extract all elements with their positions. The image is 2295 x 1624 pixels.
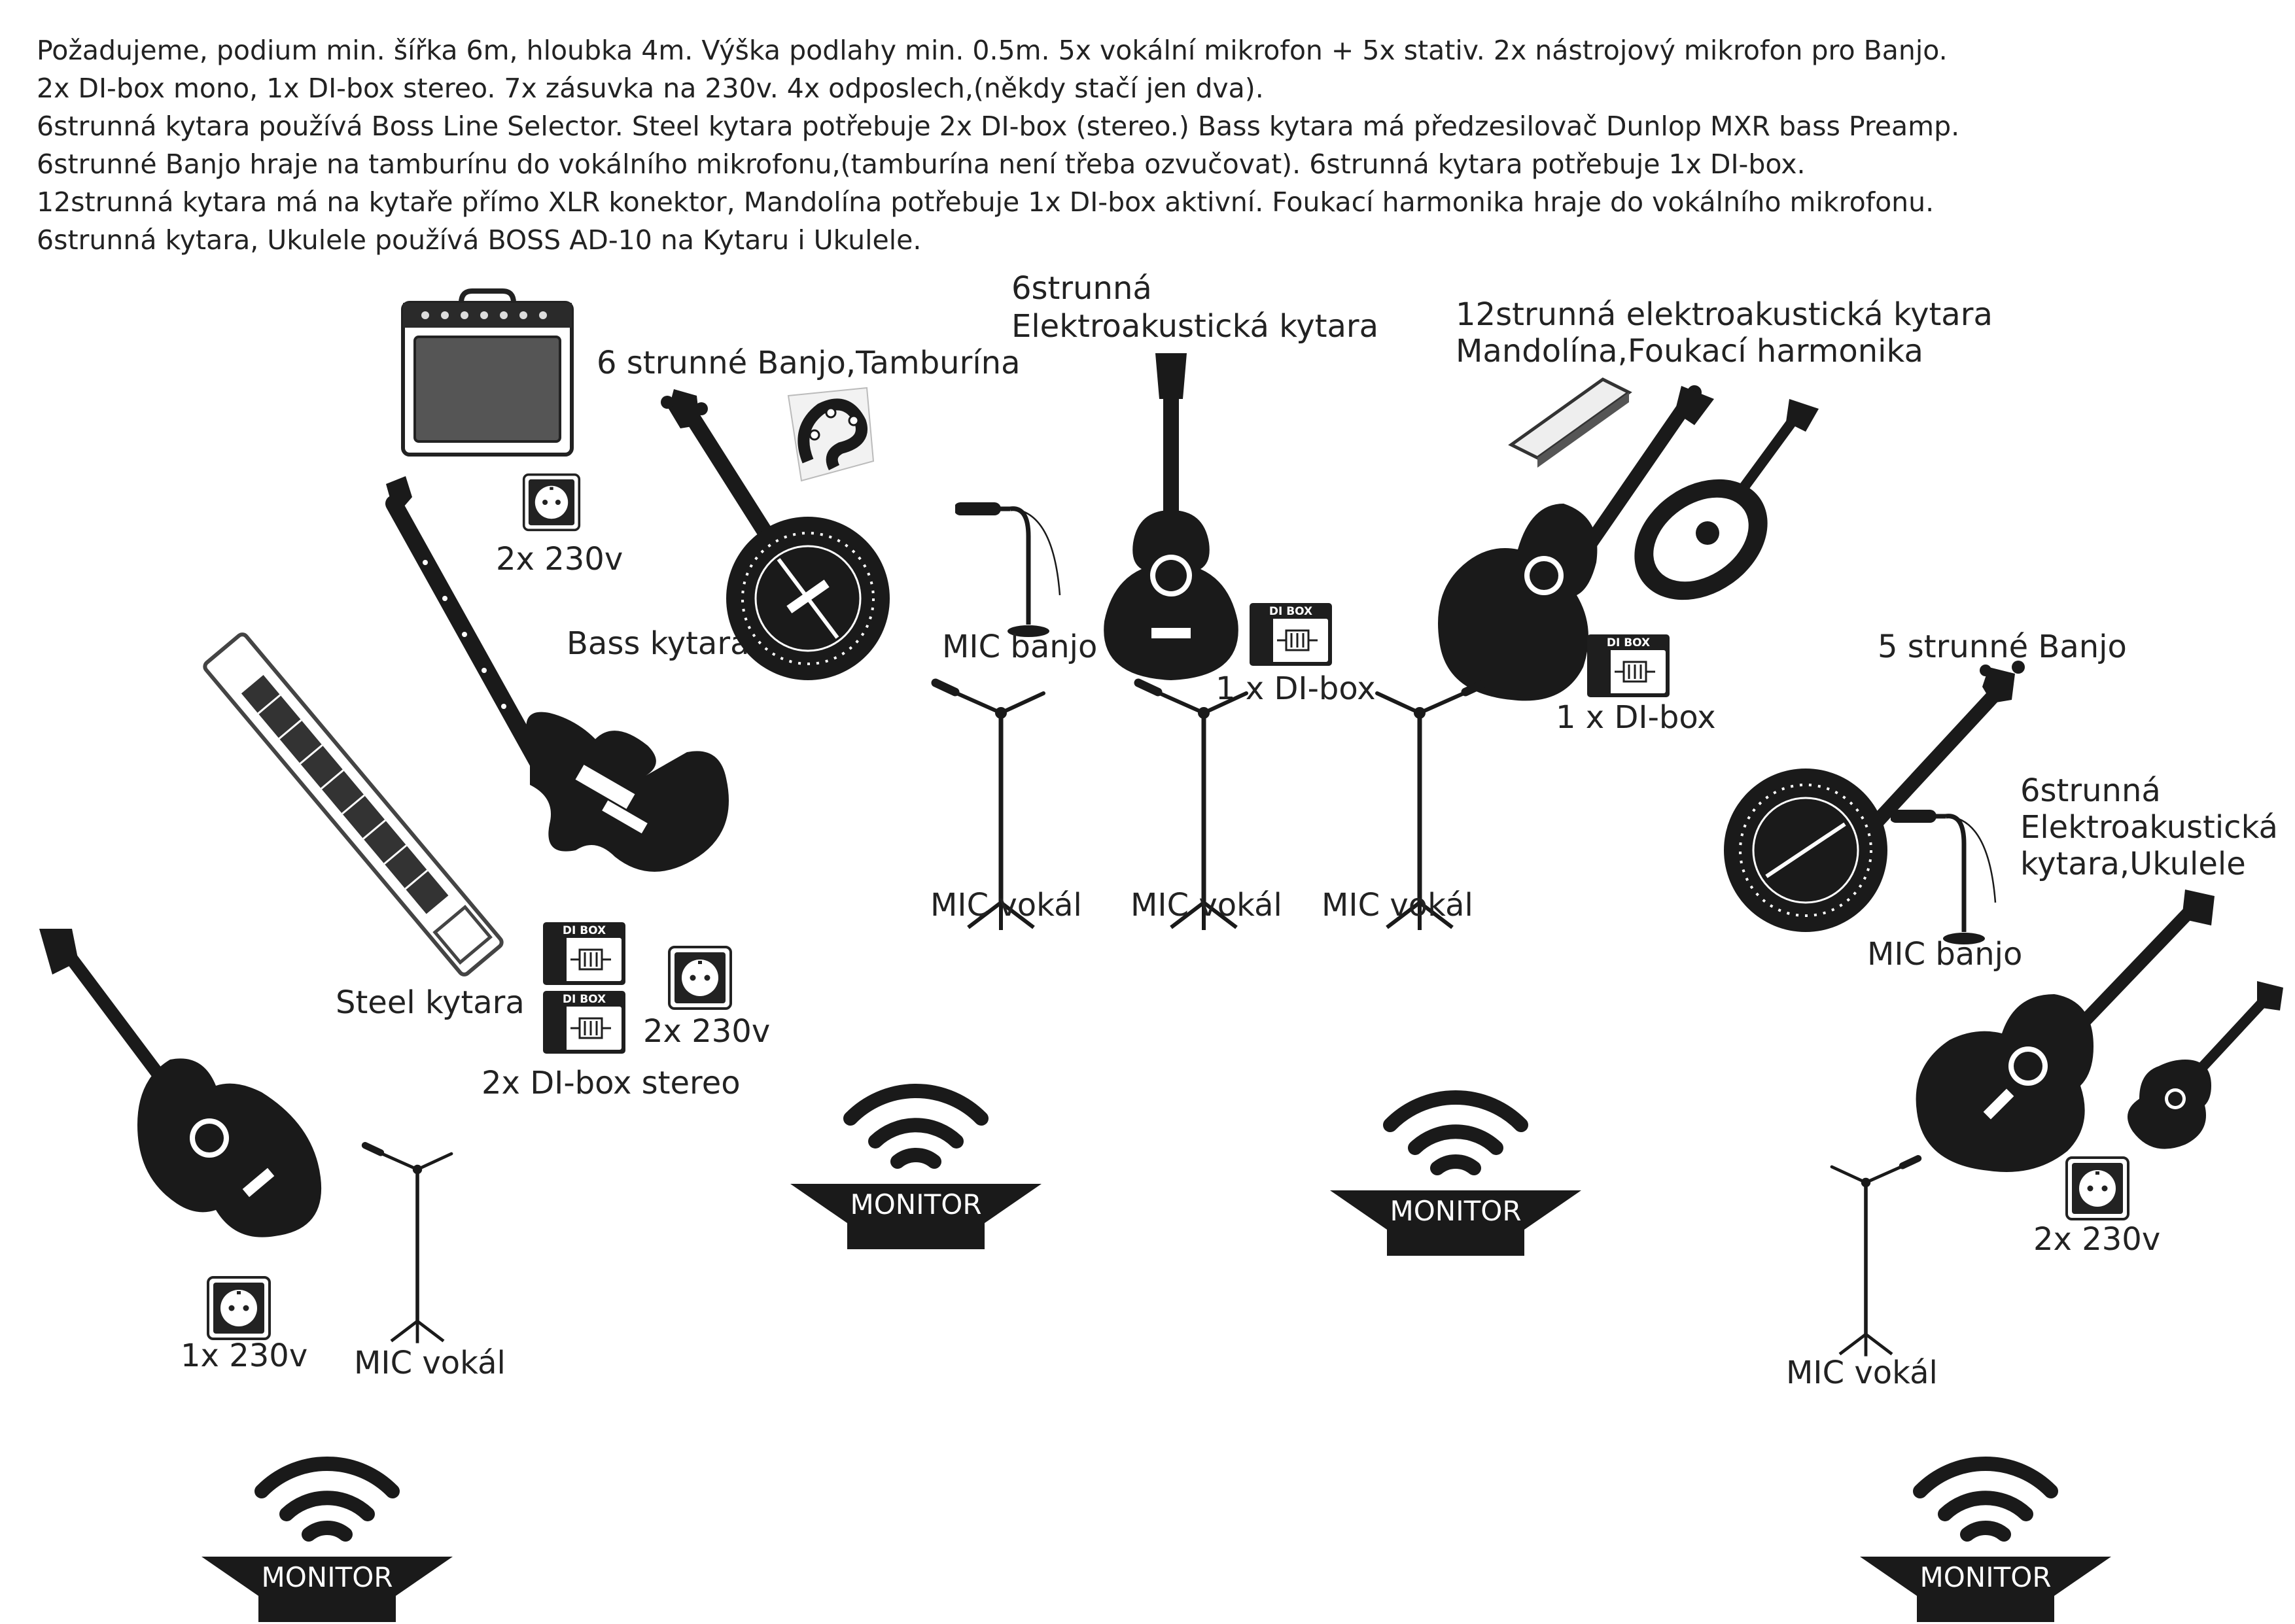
outlet-label: 1x 230v <box>181 1338 308 1374</box>
power-outlet-icon <box>203 1275 275 1341</box>
outlet-label: 2x 230v <box>496 541 623 578</box>
outlet-label: 2x 230v <box>643 1013 771 1050</box>
acoustic-12-string-guitar-icon <box>1433 385 1721 706</box>
requirements-line: 6strunná kytara používá Boss Line Select… <box>37 111 1960 142</box>
bass-guitar-label: Bass kytara <box>567 625 750 662</box>
stage-monitor-icon: MONITOR <box>1325 1040 1586 1256</box>
banjo-icon <box>1721 661 2028 942</box>
guitar12-label-line1: 12strunná elektroakustická kytara <box>1456 296 1993 333</box>
monitor-label: MONITOR <box>850 1188 982 1220</box>
acoustic-guitar-icon <box>39 929 347 1243</box>
tambourine-icon <box>769 383 886 494</box>
di-box-text: DI BOX <box>563 924 606 937</box>
mic-vocal-label: MIC vokál <box>1786 1355 1938 1391</box>
power-outlet-icon <box>667 945 733 1011</box>
mandolin-icon <box>1629 399 1819 608</box>
di-box-icon: DI BOX <box>542 921 627 986</box>
di-box-text: DI BOX <box>1607 636 1650 649</box>
boom-mic-stand-icon <box>347 1138 478 1347</box>
harmonica-icon <box>1505 373 1636 471</box>
mic-vocal-label: MIC vokál <box>1130 887 1282 924</box>
requirements-line: Požadujeme, podium min. šířka 6m, hloubk… <box>37 35 1948 66</box>
acoustic-guitar-icon <box>1093 353 1250 680</box>
steel-guitar-label: Steel kytara <box>336 984 525 1021</box>
banjo6-label: 6 strunné Banjo,Tamburína <box>597 345 1021 381</box>
banjo5-label: 5 strunné Banjo <box>1878 629 2127 665</box>
requirements-line: 2x DI-box mono, 1x DI-box stereo. 7x zás… <box>37 73 1264 104</box>
mic-vocal-label: MIC vokál <box>1322 887 1473 924</box>
requirements-text: Požadujeme, podium min. šířka 6m, hloubk… <box>37 31 2274 259</box>
banjo-icon <box>661 389 942 690</box>
monitor-label: MONITOR <box>262 1561 393 1593</box>
di-box-text: DI BOX <box>1269 605 1312 618</box>
di-box-icon: DI BOX <box>1586 633 1671 699</box>
guitar6-label-line1: 6strunná <box>1011 270 1152 307</box>
guitar12-label-line2: Mandolína,Foukací harmonika <box>1456 333 1923 370</box>
guitar6-label-line2: Elektroakustická kytara <box>1011 308 1379 345</box>
steel-guitar-icon <box>183 621 523 988</box>
guitar-ukulele-label-line2: Elektroakustická <box>2020 809 2278 846</box>
di-box-icon: DI BOX <box>542 990 627 1055</box>
ukulele-icon <box>2113 981 2283 1151</box>
mic-vocal-label: MIC vokál <box>930 887 1082 924</box>
acoustic-guitar-icon <box>1904 890 2218 1177</box>
requirements-line: 12strunná kytara má na kytaře přímo XLR … <box>37 186 1935 218</box>
stage-monitor-icon: MONITOR <box>785 1033 1047 1249</box>
requirements-line: 6strunné Banjo hraje na tamburínu do vok… <box>37 148 1806 180</box>
mic-banjo-label: MIC banjo <box>1867 936 2023 973</box>
monitor-label: MONITOR <box>1920 1561 2052 1593</box>
power-outlet-icon <box>2065 1156 2130 1221</box>
di-box-label: 2x DI-box stereo <box>482 1065 741 1101</box>
mic-vocal-label: MIC vokál <box>354 1345 506 1381</box>
di-box-icon: DI BOX <box>1248 602 1333 667</box>
short-mic-stand-icon <box>955 497 1086 641</box>
bass-guitar-icon <box>379 471 746 876</box>
boom-mic-stand-icon <box>1806 1151 1936 1360</box>
stage-monitor-icon: MONITOR <box>1855 1406 2116 1622</box>
guitar-amp-icon <box>399 285 576 458</box>
stage-monitor-icon: MONITOR <box>196 1406 458 1622</box>
di-box-label: 1 x DI-box <box>1556 699 1716 736</box>
outlet-label: 2x 230v <box>2033 1221 2161 1258</box>
guitar-ukulele-label-line3: kytara,Ukulele <box>2020 846 2246 882</box>
mic-banjo-label: MIC banjo <box>942 629 1098 665</box>
requirements-line: 6strunná kytara, Ukulele používá BOSS AD… <box>37 224 922 256</box>
guitar-ukulele-label-line1: 6strunná <box>2020 772 2161 809</box>
di-box-text: DI BOX <box>563 993 606 1006</box>
monitor-label: MONITOR <box>1390 1195 1522 1227</box>
di-box-label: 1 x DI-box <box>1216 670 1376 707</box>
